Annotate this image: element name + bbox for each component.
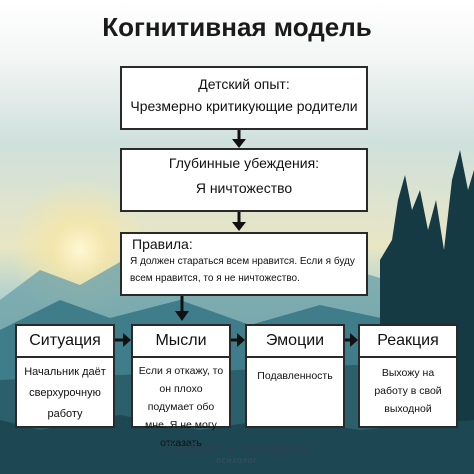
core-beliefs-box: Глубинные убеждения: Я ничтожество (120, 148, 368, 212)
arrow-emotions-reaction (350, 333, 358, 347)
reaction-box: Реакция Выхожу на работу в свой выходной (358, 324, 458, 428)
arrow-thoughts-emotions (237, 333, 245, 347)
arrow-beliefs-rules (232, 222, 246, 231)
emotions-text: Подавленность (257, 370, 333, 382)
situation-text: Начальник даёт сверхурочную работу (24, 366, 106, 420)
beliefs-text: Я ничтожество (195, 180, 293, 196)
emotions-heading: Эмоции (265, 332, 325, 349)
reaction-heading: Реакция (377, 332, 439, 349)
arrow-childhood-beliefs (232, 139, 246, 148)
thoughts-heading: Мысли (155, 332, 207, 349)
childhood-heading: Детский опыт: (198, 76, 290, 92)
childhood-text: Чрезмерно критикующие родители (130, 98, 358, 114)
rules-box: Правила: Я должен стараться всем нравитс… (120, 232, 368, 296)
emotions-divider (247, 356, 343, 358)
situation-heading: Ситуация (29, 332, 101, 349)
arrow-rules-thoughts (175, 311, 189, 321)
diagram-title: Когнитивная модель (102, 12, 372, 42)
author-title: ПСИХОЛОГ (216, 459, 258, 465)
reaction-text: Выхожу на работу в свой выходной (374, 367, 442, 415)
arrow-situation-thoughts (123, 333, 131, 347)
thoughts-box: Мысли Если я откажу, то он плохо подумае… (131, 324, 231, 449)
beliefs-heading: Глубинные убеждения: (168, 155, 320, 171)
childhood-experience-box: Детский опыт: Чрезмерно критикующие роди… (120, 66, 368, 130)
rules-heading: Правила: (132, 236, 193, 252)
situation-divider (17, 356, 113, 358)
reaction-divider (360, 356, 456, 358)
author-signature: Любовь Елизарова (162, 440, 312, 458)
emotions-box: Эмоции Подавленность (245, 324, 345, 428)
thoughts-divider (133, 356, 229, 358)
rules-text: Я должен стараться всем нравится. Если я… (130, 256, 355, 284)
situation-box: Ситуация Начальник даёт сверхурочную раб… (15, 324, 115, 428)
thoughts-text: Если я откажу, то он плохо подумает обо … (138, 365, 224, 449)
